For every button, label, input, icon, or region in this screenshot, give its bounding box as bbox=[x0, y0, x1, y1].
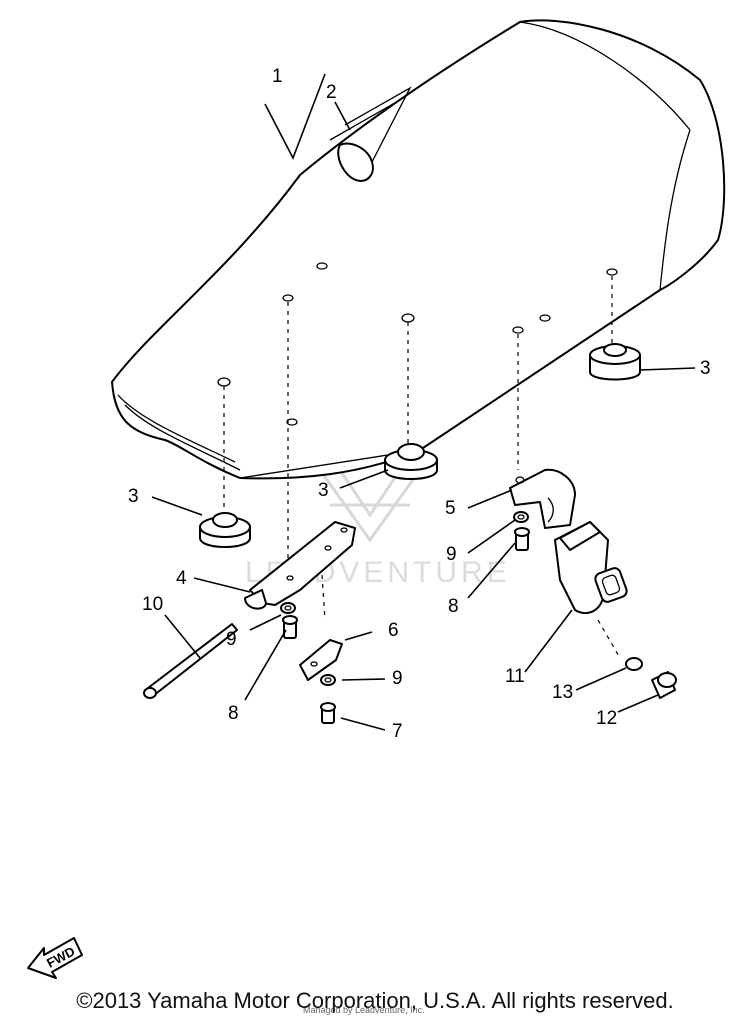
callout-9-front: 9 bbox=[226, 629, 237, 650]
bolt-plate bbox=[320, 702, 336, 724]
callout-9-rear: 9 bbox=[446, 544, 457, 565]
copyright-notice: ©2013 Yamaha Motor Corporation, U.S.A. A… bbox=[76, 988, 674, 1013]
callout-labels: 1 2 3 3 3 4 5 6 7 8 8 9 9 9 10 11 12 13 bbox=[128, 66, 711, 742]
callout-3-center: 3 bbox=[318, 480, 329, 501]
washer-rear bbox=[513, 511, 529, 523]
seat-lock bbox=[554, 521, 628, 615]
washer-front bbox=[280, 602, 296, 614]
seat-damper-left bbox=[199, 512, 251, 548]
callout-10: 10 bbox=[142, 594, 163, 615]
callout-3-left: 3 bbox=[128, 486, 139, 507]
callout-7: 7 bbox=[392, 721, 403, 742]
credit-text: Managed by Leadventure, Inc. bbox=[303, 1005, 425, 1015]
callout-2: 2 bbox=[326, 82, 337, 103]
seat-damper-center bbox=[384, 443, 438, 480]
leader-lines bbox=[151, 73, 696, 731]
seat-damper-right bbox=[589, 343, 641, 381]
bolt-rear bbox=[514, 527, 530, 551]
callout-13: 13 bbox=[552, 682, 573, 703]
callout-12: 12 bbox=[596, 708, 617, 729]
assembly-lines bbox=[223, 276, 621, 659]
seat-assembly bbox=[111, 19, 726, 480]
callout-1: 1 bbox=[272, 66, 283, 87]
bolt-lock bbox=[651, 671, 677, 699]
forward-arrow-icon: FWD bbox=[27, 937, 83, 979]
washer-plate bbox=[320, 674, 336, 686]
callout-4: 4 bbox=[176, 568, 187, 589]
callout-3-right: 3 bbox=[700, 358, 711, 379]
callout-8-front: 8 bbox=[228, 703, 239, 724]
plate bbox=[299, 639, 343, 681]
washer-lock bbox=[625, 657, 643, 671]
callout-6: 6 bbox=[388, 620, 399, 641]
callout-11: 11 bbox=[505, 666, 525, 687]
shaft bbox=[143, 623, 238, 699]
callout-8-rear: 8 bbox=[448, 596, 459, 617]
bracket-rear bbox=[509, 468, 576, 529]
bolt-front bbox=[282, 615, 298, 639]
callout-9-plate: 9 bbox=[392, 668, 403, 689]
callout-5: 5 bbox=[445, 498, 456, 519]
bracket-front bbox=[244, 521, 356, 610]
